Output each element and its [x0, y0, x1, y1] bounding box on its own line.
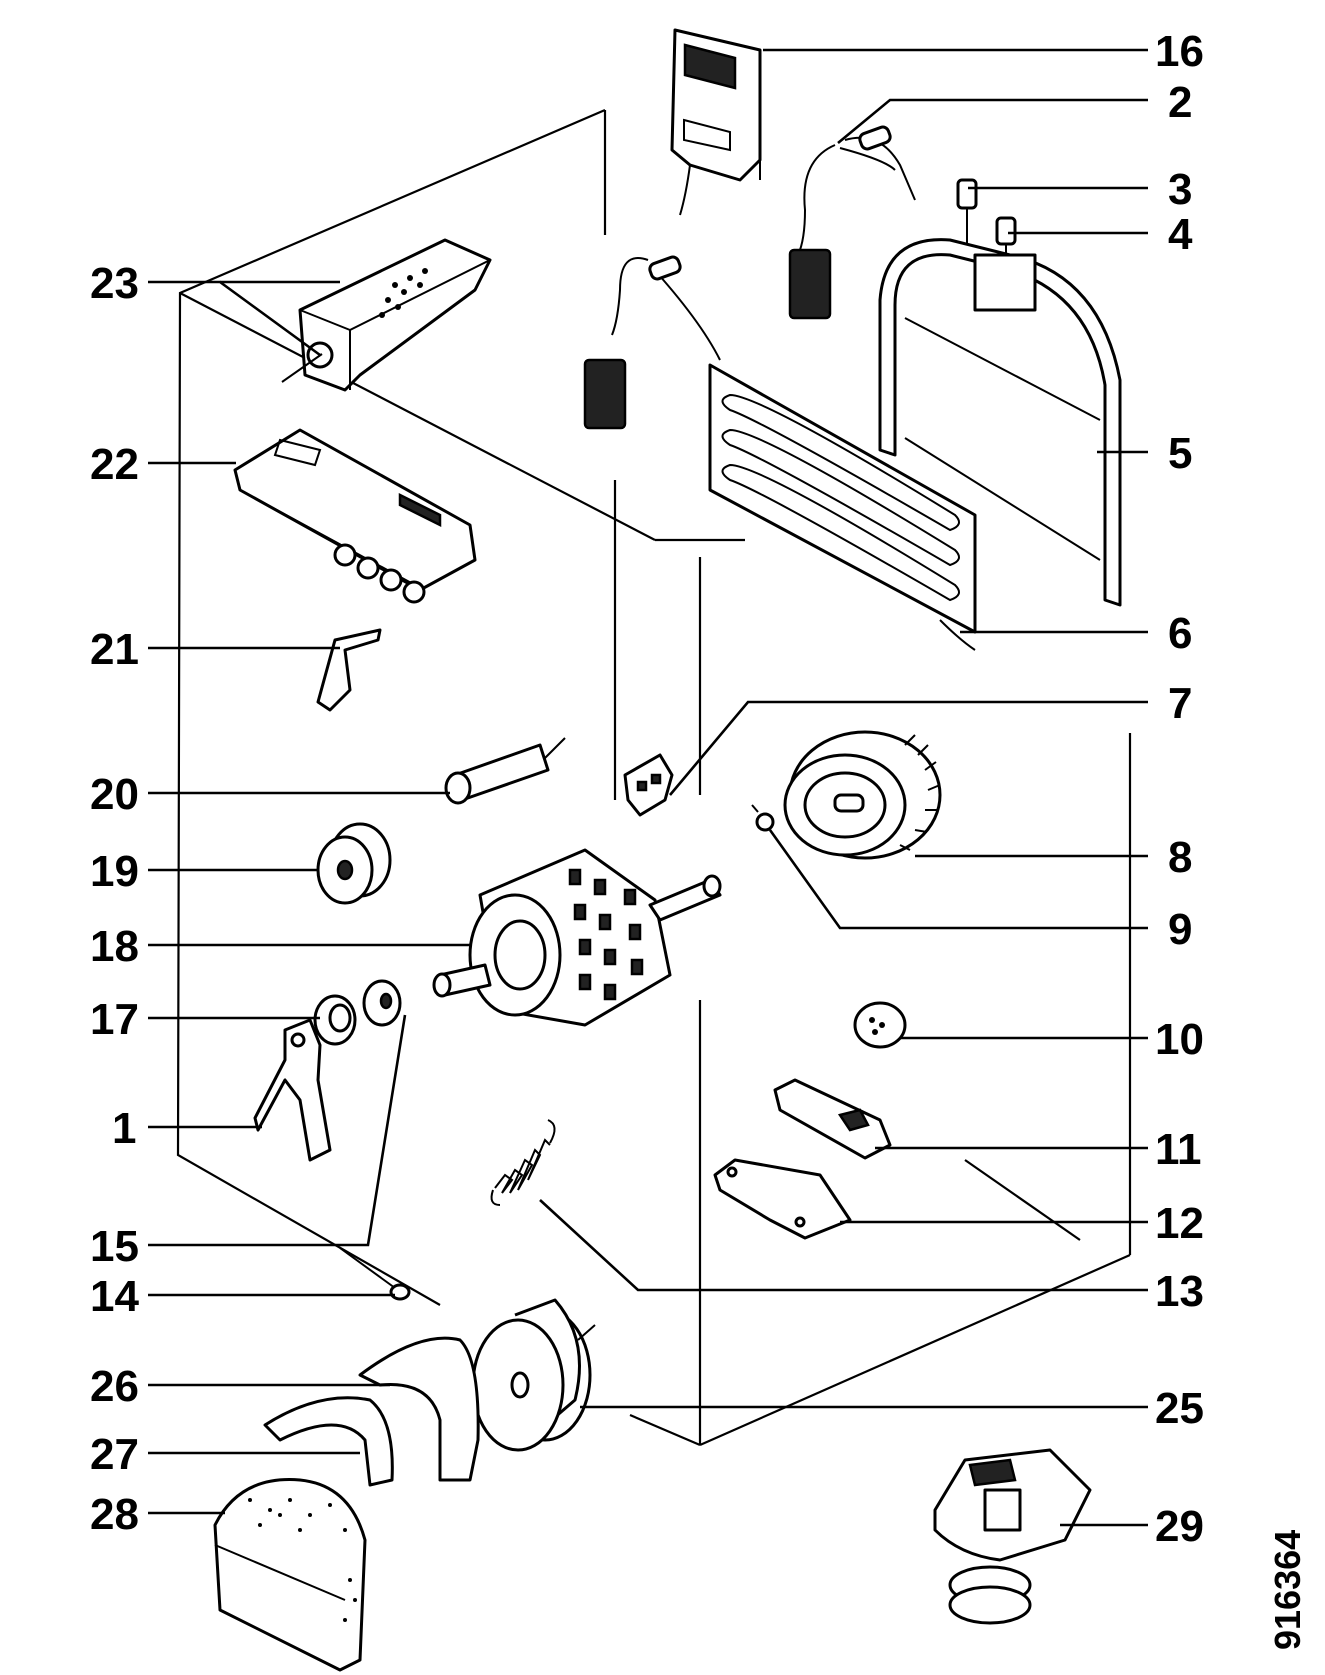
callout-23: 23 [90, 259, 139, 308]
part-10-connector [853, 1001, 907, 1049]
part-17-bearing-cap [313, 994, 357, 1046]
part-25-drum-pulley [471, 1298, 596, 1452]
callout-25: 25 [1155, 1384, 1204, 1433]
callout-12: 12 [1155, 1199, 1204, 1248]
callout-8: 8 [1168, 833, 1192, 882]
callout-22: 22 [90, 440, 139, 489]
callout-2: 2 [1168, 78, 1192, 127]
callout-labels: 16 2 3 4 5 6 7 8 9 10 11 12 13 25 29 23 … [90, 27, 1204, 1551]
part-29-pump [933, 1448, 1092, 1625]
part-26-belt-guard [358, 1336, 480, 1482]
part-27-inner-guard [263, 1396, 394, 1487]
callout-28: 28 [90, 1490, 139, 1539]
cabinet-outline [176, 108, 1132, 1447]
callout-5: 5 [1168, 429, 1192, 478]
callout-1: 1 [112, 1104, 136, 1153]
part-8-fan-wheel [783, 730, 942, 860]
callout-15: 15 [90, 1222, 139, 1271]
part-20-capacitor [444, 737, 566, 805]
callout-27: 27 [90, 1430, 139, 1479]
callout-9: 9 [1168, 905, 1192, 954]
part-16-control-box [670, 28, 762, 216]
callout-13: 13 [1155, 1267, 1204, 1316]
part-6-heating-element [583, 255, 977, 651]
part-2-wire-harness [788, 125, 916, 320]
part-3-terminal [956, 178, 978, 248]
callout-10: 10 [1155, 1015, 1204, 1064]
part-22-switch-block [233, 428, 477, 604]
callout-17: 17 [90, 995, 139, 1044]
callout-26: 26 [90, 1362, 139, 1411]
part-4-terminal [995, 216, 1017, 275]
callout-6: 6 [1168, 609, 1192, 658]
callout-16: 16 [1155, 27, 1204, 76]
callout-19: 19 [90, 847, 139, 896]
callout-7: 7 [1168, 679, 1192, 728]
part-1-motor-bracket [253, 1018, 332, 1162]
part-7-thermostat [623, 753, 674, 817]
part-11-catch [773, 1078, 892, 1160]
part-5-heater-frame [878, 238, 1122, 607]
callout-11: 11 [1155, 1125, 1202, 1174]
leader-lines [148, 48, 1148, 1527]
callout-21: 21 [90, 625, 139, 674]
drawing-code: 916364 [1267, 1530, 1308, 1650]
part-28-filter [213, 1478, 367, 1672]
callout-29: 29 [1155, 1502, 1204, 1551]
callout-3: 3 [1168, 165, 1192, 214]
part-14-screw [339, 1247, 411, 1301]
part-23-control-panel [281, 238, 492, 392]
callout-14: 14 [90, 1272, 139, 1321]
callout-4: 4 [1168, 210, 1193, 259]
callout-18: 18 [90, 922, 139, 971]
callout-20: 20 [90, 770, 139, 819]
part-12-curved-bracket [713, 1158, 852, 1240]
part-19-pulley [316, 822, 392, 905]
part-15-washer [362, 979, 402, 1027]
part-9-clip [751, 804, 775, 832]
part-21-lever [316, 628, 382, 712]
part-13-spring [490, 1119, 556, 1206]
part-18-motor [432, 848, 722, 1027]
